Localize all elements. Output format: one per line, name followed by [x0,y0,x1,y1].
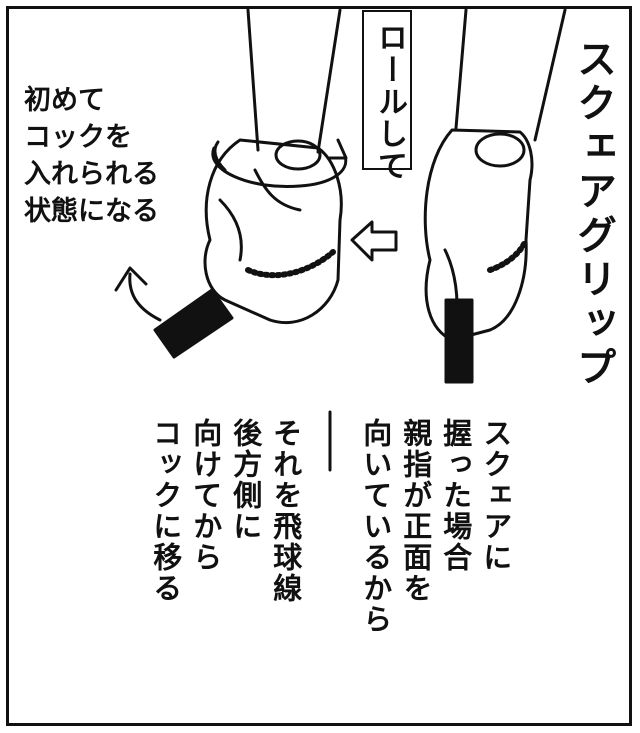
explanation-right-line-2: 握った場合 [438,418,473,573]
roll-label-box [362,10,412,170]
manga-panel [6,6,632,726]
title-square-grip: スクェアグリップ [570,38,616,390]
left-caption-line-2: コックを [24,122,132,153]
left-forearm [246,8,260,152]
explanation-right-line-1: スクェアに [478,418,513,573]
left-caption-line-3: 入れられる [24,159,159,190]
explanation-right-line-4: 向いているから [358,418,393,635]
right-club [444,298,474,384]
explanation-left-line-4: コックに移る [148,418,183,604]
explanation-right-line-3: 親指が正面を [398,418,433,604]
cock-arrow [128,272,162,322]
hollow-left-arrow [350,220,398,262]
rotation-arrow [211,146,348,189]
right-forearm [454,8,468,130]
left-caption: 初めて コックを 入れられる 状態になる [24,82,159,230]
left-glove [203,138,343,325]
left-caption-line-1: 初めて [24,85,105,116]
left-caption-line-4: 状態になる [24,196,159,227]
roll-label: ロールして [372,22,407,182]
explanation-left-line-2: 後方側に [228,418,263,542]
explanation-left-line-3: 向けてから [188,418,223,573]
left-club [153,288,234,359]
explanation-left-line-1: それを飛球線 [268,418,303,604]
